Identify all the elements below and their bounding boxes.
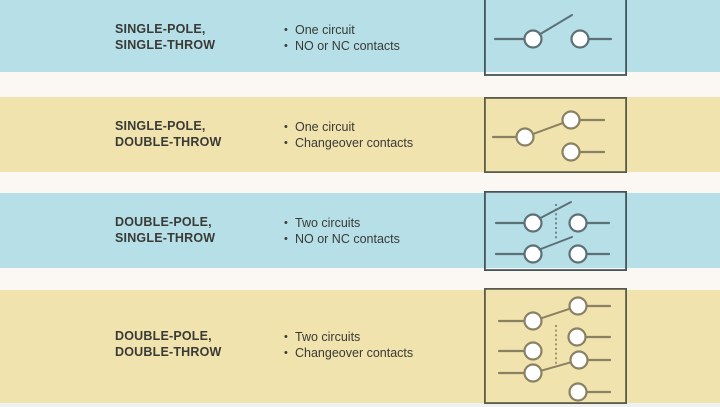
title-line: SINGLE-POLE, xyxy=(115,22,206,36)
bullet-item: • One circuit xyxy=(284,119,484,135)
bullet-item: • Two circuits xyxy=(284,215,484,231)
bullet-icon: • xyxy=(284,233,288,245)
row-bullets-spst: • One circuit • NO or NC contacts xyxy=(284,22,484,54)
bullet-icon: • xyxy=(284,24,288,36)
row-band-dpst xyxy=(0,193,720,268)
bullet-text: NO or NC contacts xyxy=(295,232,400,246)
row-title-spdt: SINGLE-POLE, DOUBLE-THROW xyxy=(115,118,290,150)
row-band-spdt xyxy=(0,97,720,172)
spst-switch-symbol-icon xyxy=(484,0,627,76)
next-row-edge xyxy=(0,403,720,407)
bullet-item: • Two circuits xyxy=(284,329,484,345)
bullet-text: Two circuits xyxy=(295,330,361,344)
title-line: DOUBLE-THROW xyxy=(115,135,222,149)
bullet-item: • Changeover contacts xyxy=(284,135,484,151)
bullet-icon: • xyxy=(284,217,288,229)
dpdt-switch-symbol-icon xyxy=(484,288,627,407)
bullet-icon: • xyxy=(284,331,288,343)
bullet-icon: • xyxy=(284,347,288,359)
bullet-text: Changeover contacts xyxy=(295,346,414,360)
bullet-item: • NO or NC contacts xyxy=(284,231,484,247)
bullet-item: • NO or NC contacts xyxy=(284,38,484,54)
title-line: DOUBLE-THROW xyxy=(115,345,222,359)
bullet-text: Two circuits xyxy=(295,216,361,230)
bullet-text: One circuit xyxy=(295,23,355,37)
title-line: SINGLE-POLE, xyxy=(115,119,206,133)
spdt-switch-symbol-icon xyxy=(484,97,627,173)
row-band-dpdt xyxy=(0,290,720,403)
title-line: DOUBLE-POLE, xyxy=(115,329,212,343)
bullet-text: One circuit xyxy=(295,120,355,134)
bullet-text: Changeover contacts xyxy=(295,136,414,150)
bullet-text: NO or NC contacts xyxy=(295,39,400,53)
title-line: SINGLE-THROW xyxy=(115,231,216,245)
row-bullets-dpdt: • Two circuits • Changeover contacts xyxy=(284,329,484,361)
bullet-item: • One circuit xyxy=(284,22,484,38)
row-band-spst xyxy=(0,0,720,72)
row-title-spst: SINGLE-POLE, SINGLE-THROW xyxy=(115,21,290,53)
title-line: SINGLE-THROW xyxy=(115,38,216,52)
row-bullets-dpst: • Two circuits • NO or NC contacts xyxy=(284,215,484,247)
bullet-icon: • xyxy=(284,40,288,52)
row-bullets-spdt: • One circuit • Changeover contacts xyxy=(284,119,484,151)
bullet-icon: • xyxy=(284,137,288,149)
title-line: DOUBLE-POLE, xyxy=(115,215,212,229)
row-title-dpst: DOUBLE-POLE, SINGLE-THROW xyxy=(115,214,290,246)
bullet-item: • Changeover contacts xyxy=(284,345,484,361)
row-title-dpdt: DOUBLE-POLE, DOUBLE-THROW xyxy=(115,328,290,360)
bullet-icon: • xyxy=(284,121,288,133)
dpst-switch-symbol-icon xyxy=(484,191,627,271)
